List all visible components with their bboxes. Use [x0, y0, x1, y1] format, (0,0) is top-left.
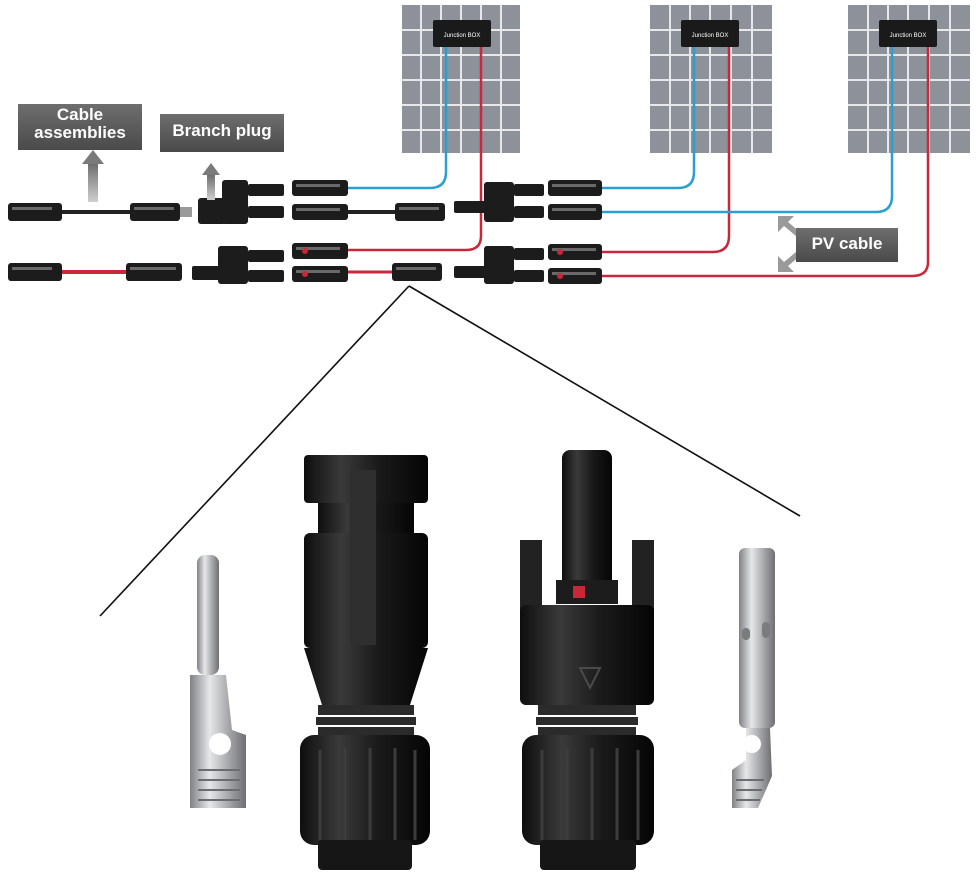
connector-icon	[292, 243, 348, 259]
branch-plug-icon	[198, 198, 226, 224]
pv-wires	[60, 47, 930, 278]
connector-icon	[395, 203, 445, 221]
label-arrow-branch	[202, 163, 220, 200]
connector-icon	[292, 180, 348, 196]
connector-icon	[548, 180, 602, 196]
label-arrow-pv	[778, 216, 800, 272]
junction-box-label-3: Junction BOX	[890, 33, 927, 39]
negative-wire	[600, 47, 894, 214]
junction-box	[879, 20, 937, 47]
connector-icon	[548, 244, 602, 260]
junction-box-label-2: Junction BOX	[692, 33, 729, 39]
branch-plug-icon	[454, 266, 488, 278]
branch-plug-icon	[192, 266, 222, 280]
solar-panel-2	[650, 5, 772, 153]
pv-cable-label: PV cable	[796, 228, 898, 262]
connector-icon	[8, 263, 62, 281]
connector-icon	[8, 203, 62, 221]
solar-panel-1	[402, 5, 520, 153]
junction-box-label-1: Junction BOX	[444, 33, 481, 39]
male-pin-icon	[732, 548, 775, 808]
cable-assemblies-label: Cable assemblies	[18, 104, 142, 150]
connector-icon	[548, 268, 602, 284]
positive-wire	[600, 47, 731, 254]
zoom-lines	[99, 285, 801, 617]
branch-plug-label: Branch plug	[160, 114, 284, 152]
female-connector-icon	[300, 455, 430, 870]
solar-panel-3	[848, 5, 970, 153]
female-pin-icon	[190, 555, 246, 808]
label-arrow-cable	[82, 150, 104, 202]
negative-wire	[600, 47, 696, 190]
positive-wire	[345, 47, 483, 252]
negative-wire	[345, 47, 448, 190]
junction-box	[433, 20, 491, 47]
connector-icon	[292, 266, 348, 282]
branch-plug-icon	[454, 201, 488, 213]
positive-wire	[600, 47, 930, 278]
connector-icon	[292, 204, 348, 220]
connector-icon	[130, 203, 180, 221]
connector-icon	[392, 263, 442, 281]
connector-icon	[548, 204, 602, 220]
male-connector-icon	[520, 450, 654, 870]
connector-icon	[126, 263, 182, 281]
junction-box	[681, 20, 739, 47]
